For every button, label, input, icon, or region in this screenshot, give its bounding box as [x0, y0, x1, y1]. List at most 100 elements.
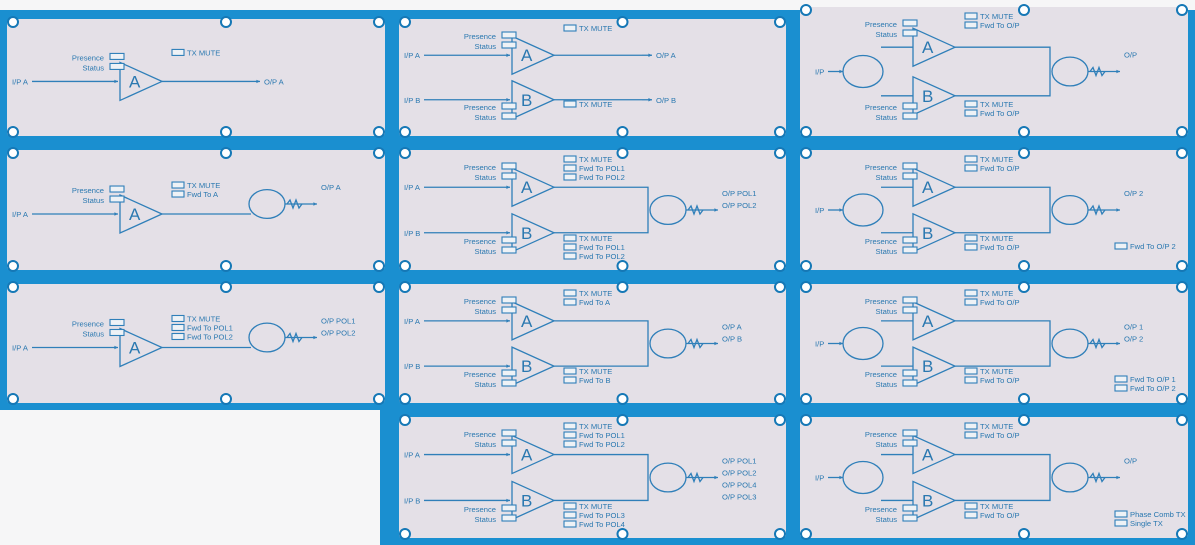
- mount-hole: [373, 260, 385, 272]
- mute-label: Fwd To O/P: [980, 21, 1020, 30]
- mute-label: TX MUTE: [579, 155, 612, 164]
- mount-hole: [220, 126, 232, 138]
- amplifier-triangle: [511, 35, 556, 76]
- presence-label: Presence: [865, 430, 897, 439]
- output-label: O/P A: [264, 77, 285, 86]
- led-indicator: [902, 504, 918, 512]
- mute-led: [563, 100, 577, 108]
- mount-hole: [774, 260, 786, 272]
- mute-label: TX MUTE: [187, 181, 220, 190]
- mount-hole: [399, 393, 411, 405]
- amplifier-triangle: [912, 167, 957, 208]
- mute-led: [171, 332, 185, 341]
- mount-hole: [774, 147, 786, 159]
- amplifier-letter: B: [521, 491, 532, 510]
- arrow-head: [506, 231, 510, 235]
- mute-label: TX MUTE: [579, 502, 612, 511]
- mount-hole: [800, 260, 812, 272]
- mute-led: [563, 173, 577, 181]
- presence-label: Presence: [464, 163, 496, 172]
- amplifier-letter: B: [922, 224, 933, 243]
- mount-hole: [220, 281, 232, 293]
- amplifier-triangle: [511, 300, 556, 341]
- mount-hole: [399, 281, 411, 293]
- presence-label: Presence: [865, 237, 897, 246]
- led-indicator: [109, 328, 125, 337]
- amplifier-triangle: [912, 27, 957, 68]
- led-indicator: [501, 246, 517, 254]
- mute-label: TX MUTE: [579, 289, 612, 298]
- amplifier-triangle: [511, 434, 556, 475]
- led-indicator: [902, 246, 918, 254]
- led-indicator: [902, 369, 918, 377]
- arrow-head: [648, 53, 652, 57]
- mount-hole: [616, 528, 629, 540]
- presence-label: Presence: [464, 505, 496, 514]
- mute-led: [171, 181, 185, 189]
- mount-hole: [1176, 4, 1188, 16]
- mute-label: Fwd To POL1: [579, 243, 625, 252]
- combiner-feed: [955, 46, 1051, 97]
- mount-hole: [7, 393, 19, 405]
- panel-face: [7, 19, 385, 136]
- status-label: Status: [875, 247, 897, 256]
- input-label: I/P: [815, 206, 824, 215]
- arrow-head: [648, 98, 652, 102]
- mount-hole: [1018, 260, 1030, 272]
- mute-led: [964, 502, 978, 510]
- extra-led: [1114, 510, 1128, 518]
- output-label: O/P POL1: [722, 189, 756, 198]
- mute-label: Fwd To O/P: [980, 298, 1020, 307]
- led-indicator: [902, 514, 918, 522]
- mute-led: [563, 376, 577, 384]
- led-indicator: [501, 369, 517, 377]
- mute-led: [563, 511, 577, 519]
- arrow-head: [506, 364, 510, 368]
- mute-label: Fwd To POL1: [579, 431, 625, 440]
- mount-hole: [1018, 4, 1030, 16]
- output-label: O/P POL2: [722, 469, 756, 478]
- arrow-head: [506, 319, 510, 323]
- amplifier-triangle: [511, 167, 556, 208]
- mute-label: Fwd To O/P: [980, 511, 1020, 520]
- mount-hole: [1018, 528, 1030, 540]
- mute-label: Fwd To POL3: [579, 511, 625, 520]
- arrow-head: [506, 98, 510, 102]
- amplifier-letter: A: [922, 38, 934, 57]
- led-indicator: [501, 296, 517, 304]
- panel-face: [800, 284, 1188, 403]
- amplifier-letter: A: [521, 178, 533, 197]
- combiner-feed: [955, 186, 1051, 234]
- presence-label: Presence: [464, 370, 496, 379]
- amplifier-triangle: [912, 346, 957, 387]
- amplifier-letter: A: [129, 205, 141, 224]
- combiner-feed: [554, 320, 649, 367]
- amplifier-triangle: [119, 194, 164, 235]
- mute-label: Fwd To A: [579, 298, 611, 307]
- mount-hole: [220, 16, 232, 28]
- status-label: Status: [875, 515, 897, 524]
- mute-led: [563, 252, 577, 260]
- output-label: O/P A: [656, 51, 677, 60]
- presence-label: Presence: [865, 370, 897, 379]
- amplifier-letter: A: [129, 72, 141, 91]
- amplifier-letter: B: [922, 357, 933, 376]
- mute-label: Fwd To POL2: [579, 173, 625, 182]
- led-indicator: [902, 306, 918, 314]
- output-label: O/P POL1: [321, 317, 355, 326]
- amplifier-letter: A: [922, 446, 934, 465]
- status-label: Status: [875, 173, 897, 182]
- input-label: I/P: [815, 340, 824, 349]
- mute-led: [563, 289, 577, 297]
- panel-face: [800, 417, 1188, 538]
- status-label: Status: [474, 515, 496, 524]
- amplifier-triangle: [119, 61, 164, 102]
- mute-led: [964, 21, 978, 29]
- led-indicator: [902, 172, 918, 180]
- extra-label: Fwd To O/P 2: [1130, 242, 1176, 251]
- mount-hole: [616, 260, 629, 272]
- panel-face: [7, 150, 385, 270]
- led-indicator: [501, 102, 517, 110]
